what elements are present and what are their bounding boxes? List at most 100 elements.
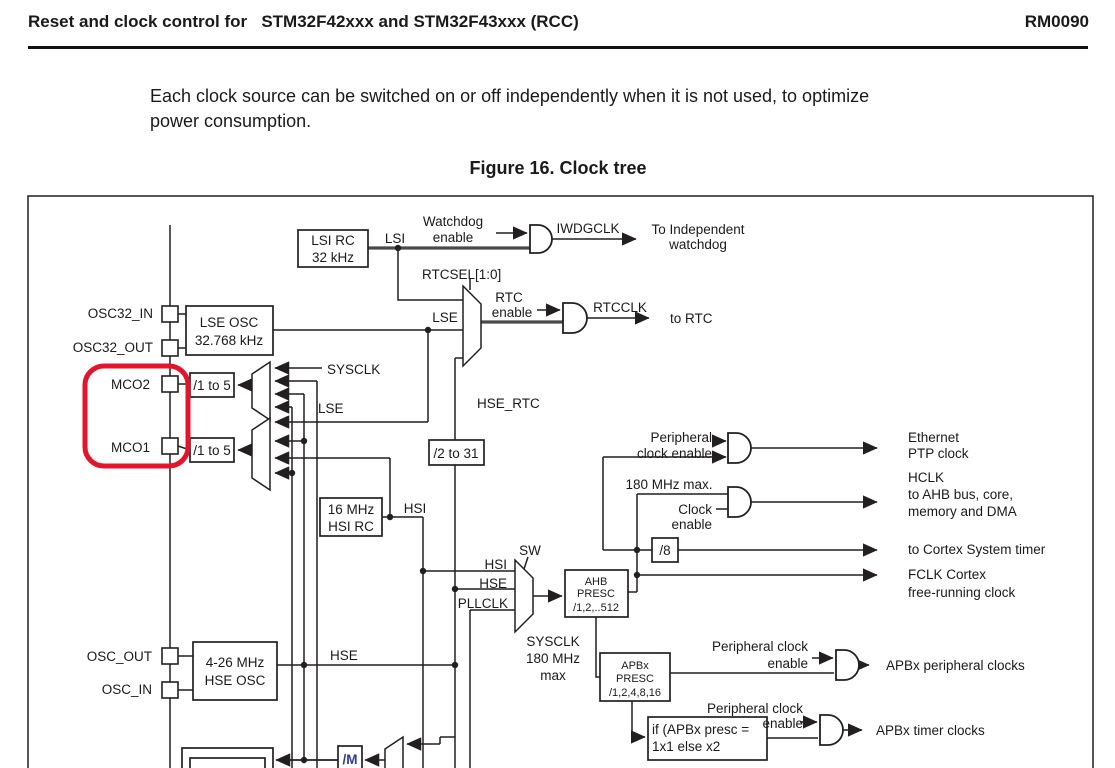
pll-divm-box	[337, 745, 363, 768]
body-paragraph: Each clock source can be switched on or …	[150, 84, 1080, 134]
apbx-timer-label: APBx timer clocks	[876, 723, 985, 738]
hse-osc-label-1: 4-26 MHz	[206, 655, 265, 670]
hclk-label-2: to AHB bus, core,	[908, 487, 1013, 502]
hclk-label-3: memory and DMA	[908, 504, 1017, 519]
osc-in-pin	[161, 681, 179, 699]
lsi-wire-label: LSI	[385, 231, 405, 246]
periph-en1-label-1: Peripheral clock	[712, 639, 808, 654]
junction-dots	[288, 244, 641, 764]
ahb-prescaler-box	[564, 569, 629, 618]
div8-label: /8	[659, 543, 670, 558]
fclk-label-1: FCLK Cortex	[908, 567, 986, 582]
apbx-peripheral-gate	[835, 649, 860, 681]
pll-inner-box	[189, 757, 266, 768]
periph-en-eth-label-1: Peripheral	[650, 430, 712, 445]
apbx-timer-mult-label-1: if (APBx presc =	[652, 722, 749, 737]
osc-in-label: OSC_IN	[102, 682, 152, 697]
periph-en2-label-1: Peripheral clock	[707, 701, 803, 716]
page-header-title: Reset and clock control for STM32F42xxx …	[28, 12, 579, 31]
body-paragraph-line1: Each clock source can be switched on or …	[150, 86, 870, 106]
wires	[177, 248, 834, 768]
mco1-mux	[251, 416, 271, 492]
hclk-enable-gate	[727, 486, 752, 518]
ahb-presc-label-2: PRESC	[577, 588, 615, 600]
hse-rtc-label: HSE_RTC	[477, 396, 540, 411]
body-paragraph-line2: power consumption.	[150, 111, 312, 131]
pll-source-mux	[384, 735, 404, 768]
arrow-wires	[237, 226, 878, 767]
apbx-prescaler-box	[599, 652, 671, 702]
periph-en-eth-label-2: clock enable	[637, 446, 712, 461]
osc32-out-label: OSC32_OUT	[73, 340, 153, 355]
rtcclk-label: RTCCLK	[593, 300, 647, 315]
chip-pins	[161, 305, 179, 699]
mco2-prescaler-label: /1 to 5	[193, 378, 231, 393]
ethernet-ptp-gate	[727, 432, 752, 464]
hse-rtc-prescaler-label: /2 to 31	[433, 446, 478, 461]
rtc-enable-label-2: enable	[492, 305, 533, 320]
mco1-pin	[161, 437, 179, 455]
sysclk180-label-1: SYSCLK	[526, 634, 579, 649]
lsi-rc-box	[297, 229, 369, 268]
page-header-doc-id: RM0090	[1024, 12, 1089, 31]
rtc-enable-label-1: RTC	[495, 290, 523, 305]
hsi-rc-label-2: HSI RC	[328, 519, 374, 534]
lse-mco-label: LSE	[318, 401, 344, 416]
ahb-presc-label-1: AHB	[585, 576, 608, 588]
apbx-peripheral-label: APBx peripheral clocks	[886, 658, 1025, 673]
mco1-prescaler-label: /1 to 5	[193, 443, 231, 458]
figure-frame	[27, 195, 1094, 768]
lse-rtc-mux-label: LSE	[432, 310, 458, 325]
lse-osc-label-1: LSE OSC	[200, 315, 259, 330]
rtc-enable-gate	[562, 302, 588, 334]
hsi-tap-label: HSI	[404, 501, 427, 516]
mco2-mux	[251, 360, 271, 422]
lsi-rc-label-2: 32 kHz	[312, 250, 354, 265]
rtc-clock-mux	[462, 284, 482, 368]
hse-wire-label: HSE	[330, 648, 358, 663]
clock-enable-label-2: enable	[671, 517, 712, 532]
osc32-in-label: OSC32_IN	[88, 306, 153, 321]
header-rule	[28, 46, 1088, 49]
apbx-presc-label-2: PRESC	[616, 673, 654, 685]
hse-sw-label: HSE	[479, 576, 507, 591]
watchdog-enable-label-2: enable	[433, 230, 474, 245]
div8-box	[651, 537, 679, 563]
sysclk-sw-mux	[514, 558, 534, 634]
hsi-rc-box	[319, 497, 383, 537]
apbx-presc-label-1: APBx	[621, 660, 649, 672]
ethernet-label-1: Ethernet	[908, 430, 959, 445]
osc32-in-pin	[161, 305, 179, 323]
mco1-prescaler-box	[189, 437, 235, 463]
iwdgclk-label: IWDGCLK	[556, 221, 619, 236]
periph-en2-label-2: enable	[762, 716, 803, 731]
sysclk180-label-2: 180 MHz	[526, 651, 580, 666]
figure-caption: Figure 16. Clock tree	[469, 158, 647, 178]
iwdg-enable-gate	[529, 224, 553, 254]
pll-divm-label: /M	[343, 752, 358, 767]
mco2-pin	[161, 375, 179, 393]
apbx-presc-label-3: /1,2,4,8,16	[609, 687, 661, 699]
hse-osc-box	[192, 641, 278, 701]
mco1-label: MCO1	[111, 440, 150, 455]
osc-out-pin	[161, 647, 179, 665]
mco-highlight-circle	[82, 363, 191, 469]
hclk-label-1: HCLK	[908, 470, 944, 485]
ahb-presc-label-3: /1,2,..512	[573, 602, 619, 614]
mhz180-label: 180 MHz max.	[625, 477, 712, 492]
fclk-label-2: free-running clock	[908, 585, 1016, 600]
lsi-rc-label-1: LSI RC	[311, 233, 355, 248]
sw-label: SW	[519, 543, 541, 558]
hsi-sw-label: HSI	[484, 557, 507, 572]
pllclk-label: PLLCLK	[458, 596, 508, 611]
apbx-timer-mult-label-2: 1x1 else x2	[652, 739, 720, 754]
hsi-rc-label-1: 16 MHz	[328, 502, 375, 517]
to-rtc-label: to RTC	[670, 311, 713, 326]
to-iwdg-label-2: watchdog	[668, 237, 727, 252]
mco2-label: MCO2	[111, 377, 150, 392]
clock-enable-label-1: Clock	[678, 502, 712, 517]
to-cortex-label: to Cortex System timer	[908, 542, 1046, 557]
sysclk-mco-label: SYSCLK	[327, 362, 380, 377]
